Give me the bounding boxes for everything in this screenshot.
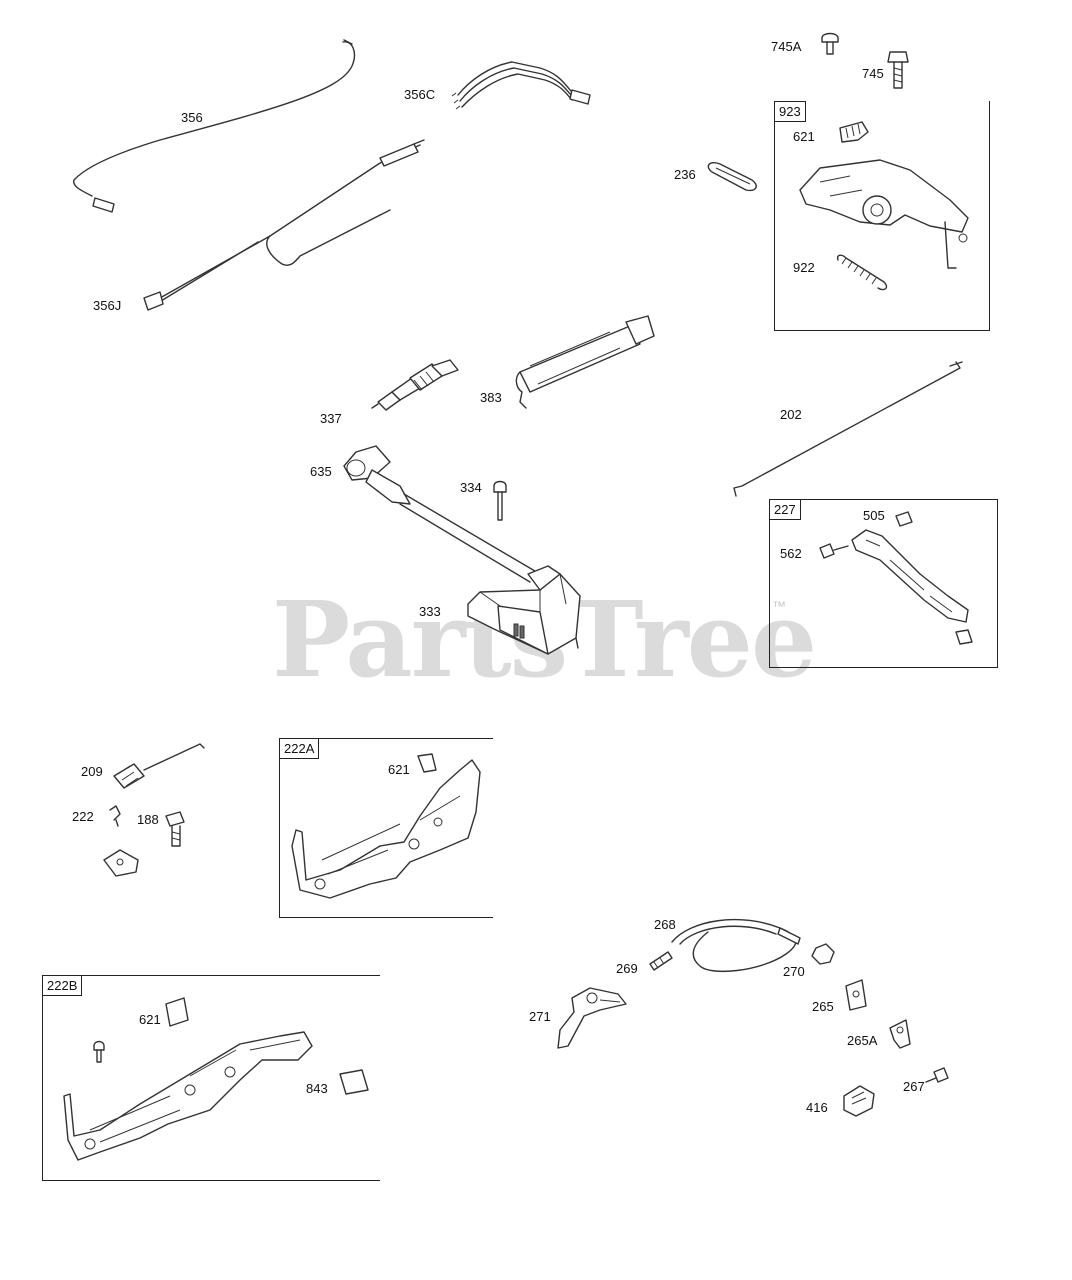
assembly-box-222B[interactable]: 222B — [42, 975, 380, 1181]
part-227-lever — [819, 511, 973, 645]
part-383-tube — [515, 315, 655, 409]
watermark-trademark: ™ — [772, 598, 786, 614]
part-271-lever — [557, 987, 627, 1049]
part-label-265A[interactable]: 265A — [847, 1033, 878, 1048]
part-label-265[interactable]: 265 — [812, 999, 834, 1014]
part-label-621-923[interactable]: 621 — [793, 129, 815, 144]
part-label-222[interactable]: 222 — [72, 809, 94, 824]
part-label-209[interactable]: 209 — [81, 764, 103, 779]
part-label-269[interactable]: 269 — [616, 961, 638, 976]
part-333-armature — [467, 565, 581, 655]
part-236-link — [707, 162, 757, 192]
box-923-right-edge — [989, 101, 990, 331]
assembly-tag-923: 923 — [774, 101, 806, 122]
part-label-416[interactable]: 416 — [806, 1100, 828, 1115]
part-label-745A[interactable]: 745A — [771, 39, 802, 54]
part-label-505[interactable]: 505 — [863, 508, 885, 523]
part-337-spark-plug — [371, 359, 459, 411]
part-label-621-222A[interactable]: 621 — [388, 762, 410, 777]
part-label-621-222B[interactable]: 621 — [139, 1012, 161, 1027]
part-label-843[interactable]: 843 — [306, 1081, 328, 1096]
part-label-268[interactable]: 268 — [654, 917, 676, 932]
part-334-screw — [493, 480, 507, 521]
part-label-270[interactable]: 270 — [783, 964, 805, 979]
part-635-lead — [343, 445, 541, 583]
part-923-bracket — [799, 121, 969, 269]
part-843-pad — [339, 1069, 369, 1095]
part-267-screw — [925, 1067, 949, 1083]
part-356-wire — [73, 39, 356, 213]
part-label-922[interactable]: 922 — [793, 260, 815, 275]
part-label-271[interactable]: 271 — [529, 1009, 551, 1024]
part-745-bolt — [887, 51, 909, 89]
part-416-clamp — [843, 1085, 875, 1117]
part-222-bracket — [103, 849, 139, 877]
part-202-rod — [733, 361, 963, 497]
part-222-pin — [109, 805, 121, 827]
part-label-334[interactable]: 334 — [460, 480, 482, 495]
part-356C-harness — [451, 61, 591, 110]
part-265-clip — [845, 979, 867, 1011]
part-label-188[interactable]: 188 — [137, 812, 159, 827]
part-label-267[interactable]: 267 — [903, 1079, 925, 1094]
part-label-236[interactable]: 236 — [674, 167, 696, 182]
part-222A-assembly — [291, 753, 481, 899]
part-745A-screw — [821, 32, 839, 55]
part-label-635[interactable]: 635 — [310, 464, 332, 479]
part-356J-cable — [143, 139, 425, 311]
assembly-tag-222A: 222A — [280, 739, 320, 759]
part-label-333[interactable]: 333 — [419, 604, 441, 619]
part-265A-clip — [889, 1019, 911, 1049]
part-label-745[interactable]: 745 — [862, 66, 884, 81]
part-269-fitting — [649, 951, 673, 971]
assembly-box-222A[interactable]: 222A — [279, 738, 493, 918]
part-label-383[interactable]: 383 — [480, 390, 502, 405]
part-label-356C[interactable]: 356C — [404, 87, 436, 102]
part-label-562[interactable]: 562 — [780, 546, 802, 561]
assembly-tag-227: 227 — [770, 500, 801, 520]
part-label-356J[interactable]: 356J — [93, 298, 122, 313]
part-label-202[interactable]: 202 — [780, 407, 802, 422]
assembly-box-227[interactable]: 227 — [769, 499, 998, 668]
part-222B-assembly — [63, 997, 313, 1161]
part-label-337[interactable]: 337 — [320, 411, 342, 426]
part-209-spring — [113, 743, 205, 789]
assembly-tag-222B: 222B — [43, 976, 83, 996]
part-188-screw — [165, 811, 185, 847]
part-label-356[interactable]: 356 — [181, 110, 203, 125]
part-922-spring — [836, 254, 888, 291]
box-923-bottom-edge — [774, 330, 990, 331]
part-270-nut — [811, 943, 835, 965]
part-268-cable — [671, 918, 801, 972]
